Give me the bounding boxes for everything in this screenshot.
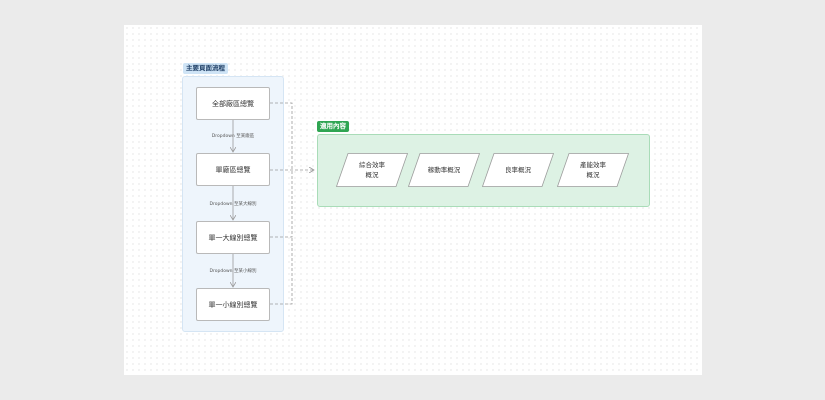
apply-title: 適用內容 [317, 121, 349, 132]
connector-step3-to-apply [270, 170, 293, 238]
apply-item-label: 稼動率概況 [427, 166, 461, 174]
step-single-minor-line: 單一小線別總覽 [196, 288, 270, 321]
connector-step1-to-apply [270, 102, 293, 170]
apply-item-utilization: 稼動率概況 [408, 153, 480, 187]
step-all-factories: 全部廠區總覽 [196, 87, 270, 120]
apply-item-label: 良率概況 [505, 166, 531, 174]
apply-item-label: 綜合效率概況 [359, 161, 385, 179]
step-single-major-line: 單一大線別總覽 [196, 221, 270, 254]
main-flow-title: 主要頁面流程 [183, 63, 228, 74]
apply-item-overall-efficiency: 綜合效率概況 [336, 153, 408, 187]
dashed-connectors [270, 102, 314, 305]
apply-item-yield: 良率概況 [482, 153, 554, 187]
apply-item-capacity-efficiency: 產能效率概況 [557, 153, 629, 187]
apply-item-label: 產能效率概況 [580, 161, 606, 179]
step-single-factory: 單廠區總覽 [196, 153, 270, 186]
connector-step4-to-apply [270, 237, 293, 305]
